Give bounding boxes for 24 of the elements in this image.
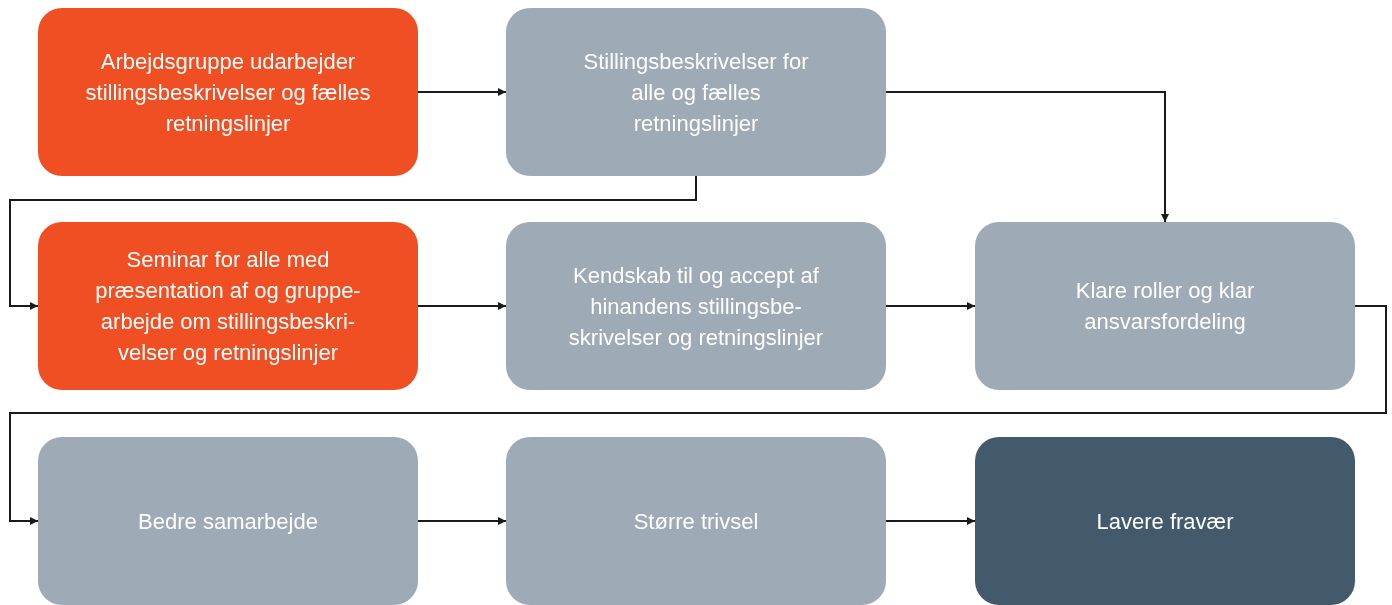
process-box bbox=[975, 222, 1355, 390]
arrow bbox=[9, 175, 697, 310]
arrow bbox=[885, 517, 976, 525]
box-text: Lavere fravær bbox=[1096, 507, 1234, 536]
process-box bbox=[975, 437, 1355, 605]
arrow bbox=[417, 302, 507, 310]
box-text: Bedre samarbejde bbox=[138, 507, 318, 536]
process-box bbox=[38, 8, 418, 176]
box-text: Seminar for alle med præsentation af og gruppe- arbejde om stillingsbeskri- velser og retningslinjer bbox=[94, 246, 362, 367]
process-box bbox=[38, 222, 418, 390]
arrow bbox=[417, 88, 507, 96]
arrow bbox=[9, 305, 1387, 525]
arrow bbox=[885, 91, 1169, 223]
box-text: Større trivsel bbox=[633, 507, 759, 536]
process-box bbox=[38, 437, 418, 605]
box-text: Arbejdsgruppe udarbejder stillingsbeskrivelser og fælles retningslinjer bbox=[84, 47, 372, 138]
arrow bbox=[417, 517, 507, 525]
process-box bbox=[506, 8, 886, 176]
process-box bbox=[506, 222, 886, 390]
box-text: Stillingsbeskrivelser for alle og fælles retningslinjer bbox=[582, 47, 810, 138]
process-box bbox=[506, 437, 886, 605]
arrow bbox=[885, 302, 976, 310]
box-text: Klare roller og klar ansvarsfordeling bbox=[1074, 277, 1256, 336]
box-text: Kendskab til og accept af hinandens stillingsbe- skrivelser og retningslinjer bbox=[567, 261, 825, 352]
